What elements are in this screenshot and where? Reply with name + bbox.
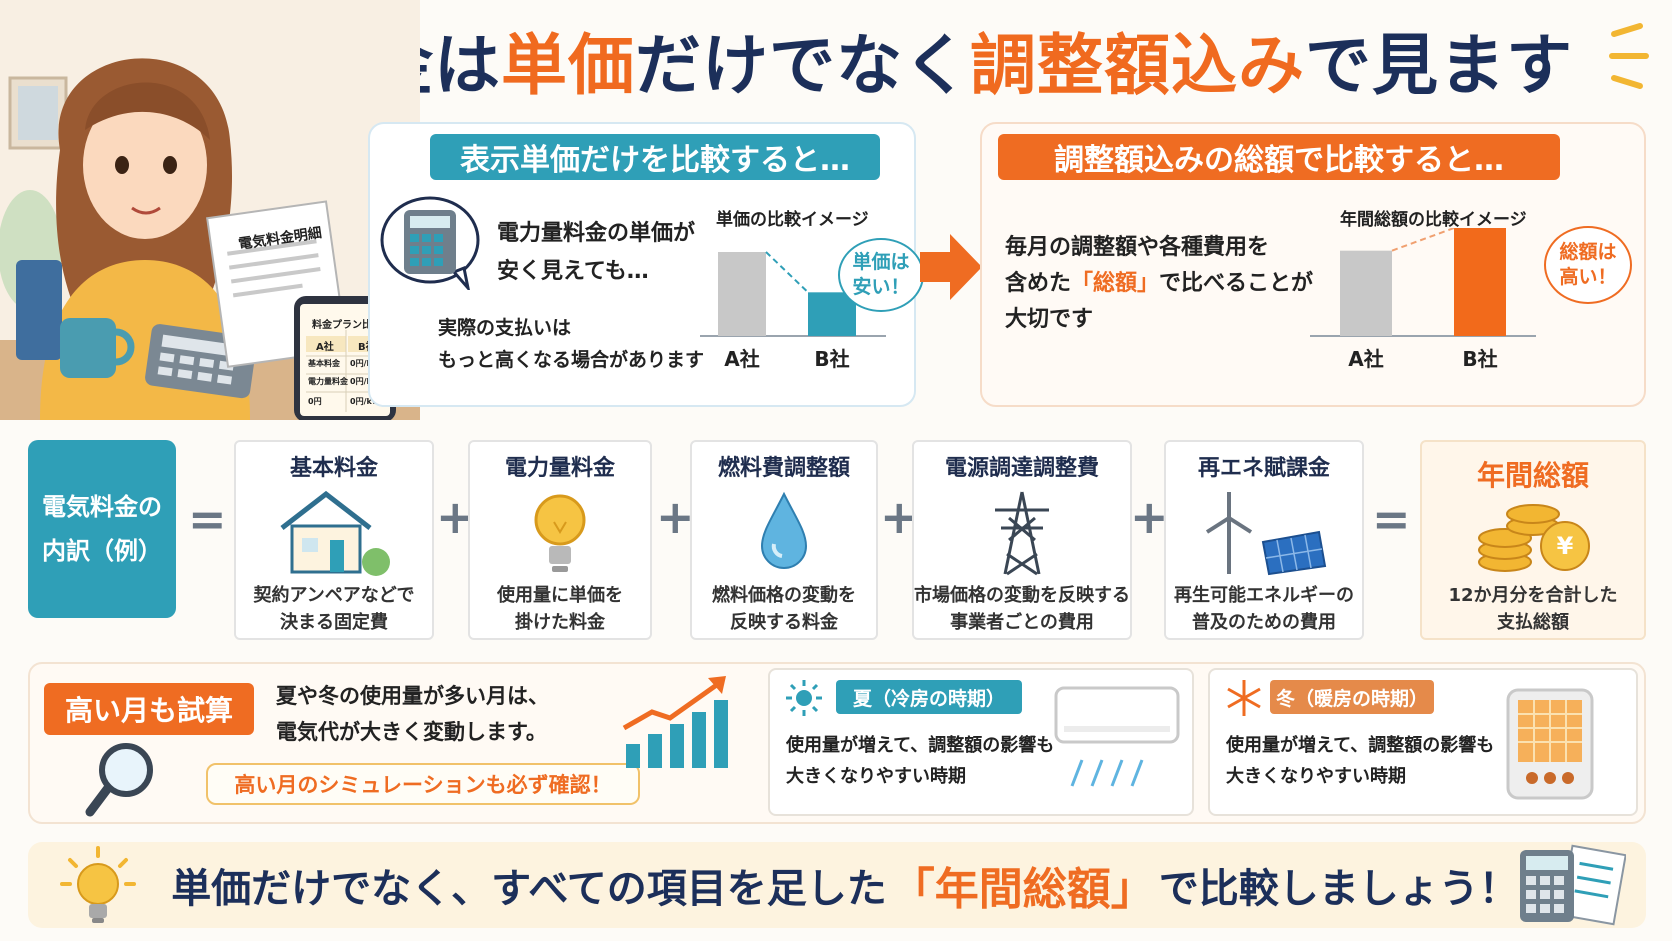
calculator-checklist-icon <box>1514 844 1627 930</box>
comparison-dashed-line <box>765 251 809 294</box>
card-annual-total: 年間総額 ¥ 12か月分を合計した支払総額 <box>1420 440 1646 640</box>
snowflake-icon <box>1224 678 1264 722</box>
unit-price-chart: A社 B社 <box>700 251 886 371</box>
total-price-header: 調整額込みの総額で比較すると… <box>998 134 1560 180</box>
summer-tag: 夏（冷房の時期） <box>836 680 1022 714</box>
equals-sign-2: = <box>1372 492 1411 546</box>
breakdown-label: 電気料金の内訳（例） <box>28 440 176 618</box>
renewable-energy-icon <box>1199 488 1329 582</box>
phone-col-b: B社 <box>358 342 376 353</box>
idea-lightbulb-icon <box>60 846 136 930</box>
arrow-right-icon <box>920 232 984 306</box>
total-price-bubble: 総額は高い！ <box>1544 226 1632 304</box>
bar-a <box>718 252 766 336</box>
bar-b <box>1454 228 1506 336</box>
phone-row-2: 電力量料金 <box>308 377 348 386</box>
unit-price-bubble: 単価は安い！ <box>838 238 924 312</box>
svg-text:¥: ¥ <box>1557 532 1574 560</box>
heater-icon <box>1502 686 1598 810</box>
air-conditioner-icon <box>1054 686 1180 802</box>
unit-price-text-2: 実際の支払いはもっと高くなる場合があります <box>438 317 705 371</box>
equals-sign: = <box>188 492 227 546</box>
total-price-chart: A社 B社 <box>1310 228 1536 371</box>
bar-label-b: B社 <box>814 347 849 371</box>
plus-sign-4: + <box>1130 490 1169 544</box>
water-drop-icon <box>754 488 814 582</box>
card-renewable-levy: 再エネ賦課金 再生可能エネルギーの普及のための費用 <box>1164 440 1364 640</box>
phone-row-1: 基本料金 <box>308 359 340 368</box>
card-energy-fee: 電力量料金 使用量に単価を掛けた料金 <box>468 440 652 640</box>
card-fuel-adjustment: 燃料費調整額 燃料価格の変動を反映する料金 <box>690 440 878 640</box>
card-basic-fee: 基本料金 契約アンペアなどで決まる固定費 <box>234 440 434 640</box>
confirm-simulation: 高い月のシミュレーションも必ず確認！ <box>206 763 640 805</box>
calculator-icon <box>380 194 480 294</box>
bar-label-b: B社 <box>1462 347 1497 371</box>
sun-icon <box>784 678 824 722</box>
total-price-chart-title: 年間総額の比較イメージ <box>1340 210 1527 230</box>
unit-price-header: 表示単価だけを比較すると… <box>430 134 880 180</box>
winter-tag: 冬（暖房の時期） <box>1270 680 1434 714</box>
footer-banner <box>28 842 1646 928</box>
high-month-tag: 高い月も試算 <box>44 683 254 735</box>
bar-label-a: A社 <box>1348 347 1383 371</box>
bar-label-a: A社 <box>724 347 759 371</box>
house-icon <box>274 488 394 582</box>
high-month-text: 夏や冬の使用量が多い月は、電気代が大きく変動します。 <box>276 684 549 744</box>
footer-message: 単価だけでなく、すべての項目を足した「年間総額」で比較しましょう！ <box>171 864 1519 915</box>
coins-icon: ¥ <box>1473 496 1593 580</box>
plus-sign-2: + <box>656 490 695 544</box>
woman-illustration <box>0 0 420 422</box>
phone-row-3: 0円 <box>308 397 322 406</box>
page-title: 料金は単価だけでなく調整額込みで見ます <box>300 27 1573 104</box>
trend-chart-icon <box>622 672 734 774</box>
power-tower-icon <box>987 488 1057 582</box>
phone-val-2: 0円/kWh <box>350 397 387 406</box>
card-procurement-adjustment: 電源調達調整費 市場価格の変動を反映する事業者ごとの費用 <box>912 440 1132 640</box>
title-spark-right <box>1604 20 1654 94</box>
comparison-dashed-line <box>1391 228 1455 252</box>
unit-price-text-1: 電力量料金の単価が安く見えても… <box>497 221 696 284</box>
winter-text: 使用量が増えて、調整額の影響も大きくなりやすい時期 <box>1226 735 1495 787</box>
phone-col-a: A社 <box>316 342 334 353</box>
magnifier-icon <box>82 738 162 824</box>
lightbulb-icon <box>530 488 590 582</box>
total-price-text: 毎月の調整額や各種費用を 含めた「総額」で比べることが 大切です <box>1005 235 1314 332</box>
bar-a <box>1340 250 1392 336</box>
summer-text: 使用量が増えて、調整額の影響も大きくなりやすい時期 <box>786 735 1055 787</box>
unit-price-chart-title: 単価の比較イメージ <box>716 210 869 230</box>
phone-title: 料金プラン比較 <box>312 320 382 331</box>
